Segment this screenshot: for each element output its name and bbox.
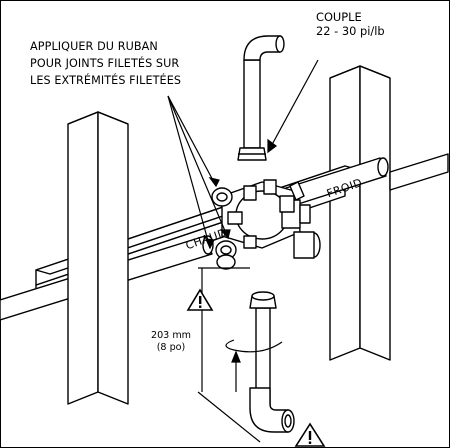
threaded-fitting-lower bbox=[215, 240, 237, 270]
pipe-length-label: 203 mm (8 po) bbox=[146, 330, 196, 354]
right-supply-pipe bbox=[285, 153, 449, 207]
right-stud bbox=[329, 65, 391, 361]
left-stud bbox=[67, 111, 129, 405]
dimension-lines bbox=[197, 267, 283, 443]
torque-value: 22 - 30 pi/lb bbox=[316, 24, 385, 38]
mixing-valve bbox=[221, 179, 321, 259]
tape-leader-lines bbox=[167, 95, 231, 250]
length-imperial: (8 po) bbox=[156, 342, 186, 353]
lower-outlet-pipe bbox=[249, 291, 295, 433]
torque-arrow bbox=[267, 59, 319, 154]
threaded-fitting-upper bbox=[211, 187, 233, 207]
warning-triangle-icon bbox=[186, 288, 214, 311]
torque-spec: COUPLE 22 - 30 pi/lb bbox=[316, 10, 385, 38]
length-metric: 203 mm bbox=[150, 330, 192, 341]
torque-title: COUPLE bbox=[316, 10, 362, 24]
warning-triangle-icon bbox=[294, 422, 326, 447]
upper-outlet-pipe bbox=[237, 35, 285, 161]
tape-note-line-2: POUR JOINTS FILETÉS SUR bbox=[30, 57, 180, 70]
tape-instruction-note: APPLIQUER DU RUBAN POUR JOINTS FILETÉS S… bbox=[30, 38, 181, 89]
insertion-arrow bbox=[231, 350, 241, 392]
tape-note-line-1: APPLIQUER DU RUBAN bbox=[30, 40, 158, 53]
tape-note-line-3: LES EXTRÉMITÉS FILETÉES bbox=[30, 74, 182, 87]
